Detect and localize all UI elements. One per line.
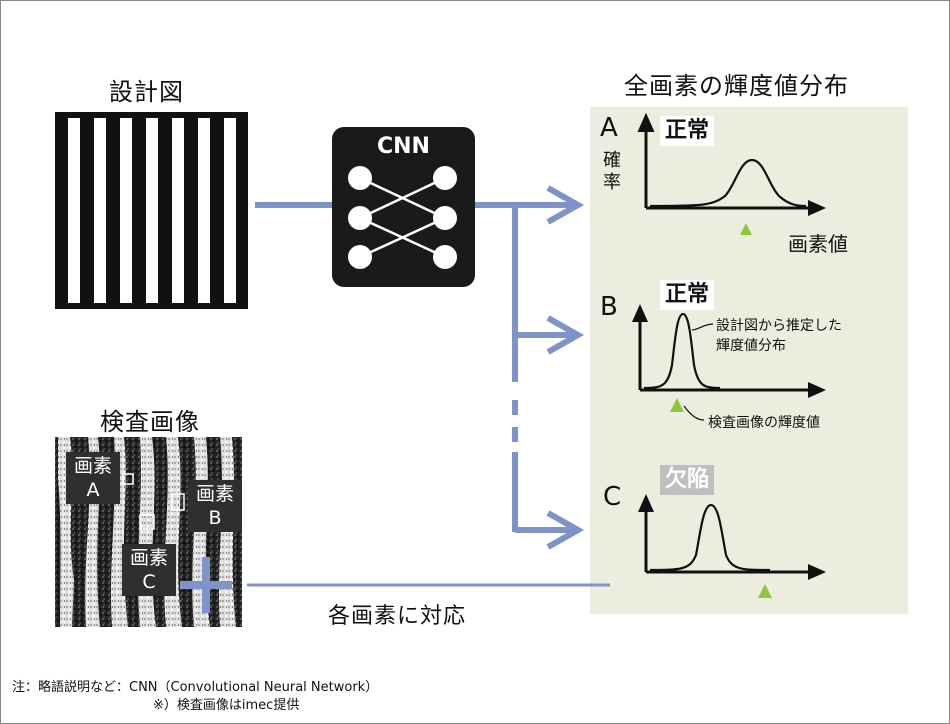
case-a-status: 正常 <box>660 116 715 146</box>
pixel-label-b-letter: B <box>208 507 222 529</box>
distribution-chart-a <box>637 112 826 235</box>
footnote-source: ※）検査画像はimec提供 <box>153 698 300 713</box>
pixel-label-c: 画素 C <box>122 544 176 596</box>
case-a-letter: A <box>600 113 618 143</box>
distribution-title: 全画素の輝度値分布 <box>624 72 849 100</box>
pixel-label-c-name: 画素 <box>129 547 168 569</box>
distribution-chart-c <box>638 494 826 598</box>
distribution-panel <box>590 107 908 614</box>
pixel-label-a-letter: A <box>86 479 100 501</box>
design-title: 設計図 <box>109 78 184 106</box>
distribution-chart-b <box>632 304 826 421</box>
cnn-label: CNN <box>377 134 430 159</box>
each-pixel-label: 各画素に対応 <box>328 604 467 629</box>
flow-arrows <box>255 185 585 550</box>
footnote-abbreviations: 注：略語説明など：CNN（Convolutional Neural Networ… <box>12 680 379 695</box>
annotation-estimated-distribution: 設計図から推定した 輝度値分布 <box>716 318 842 354</box>
pixel-label-b: 画素 B <box>188 480 242 532</box>
x-axis-label: 画素値 <box>788 232 848 256</box>
pixel-label-a-name: 画素 <box>73 455 112 477</box>
y-axis-label: 確率 <box>603 150 621 193</box>
design-pattern <box>55 112 248 309</box>
pixel-label-b-name: 画素 <box>195 483 234 505</box>
pixel-cross-marker <box>180 557 232 613</box>
cnn-box <box>332 127 475 287</box>
case-c-status: 欠陥 <box>660 465 715 495</box>
case-c-letter: C <box>603 482 622 512</box>
inspection-title: 検査画像 <box>100 408 200 436</box>
pixel-label-a: 画素 A <box>66 452 120 504</box>
annotation-inspection-value: 検査画像の輝度値 <box>708 415 820 431</box>
pixel-label-c-letter: C <box>142 571 156 593</box>
case-b-status: 正常 <box>660 280 715 310</box>
case-b-letter: B <box>600 292 618 322</box>
